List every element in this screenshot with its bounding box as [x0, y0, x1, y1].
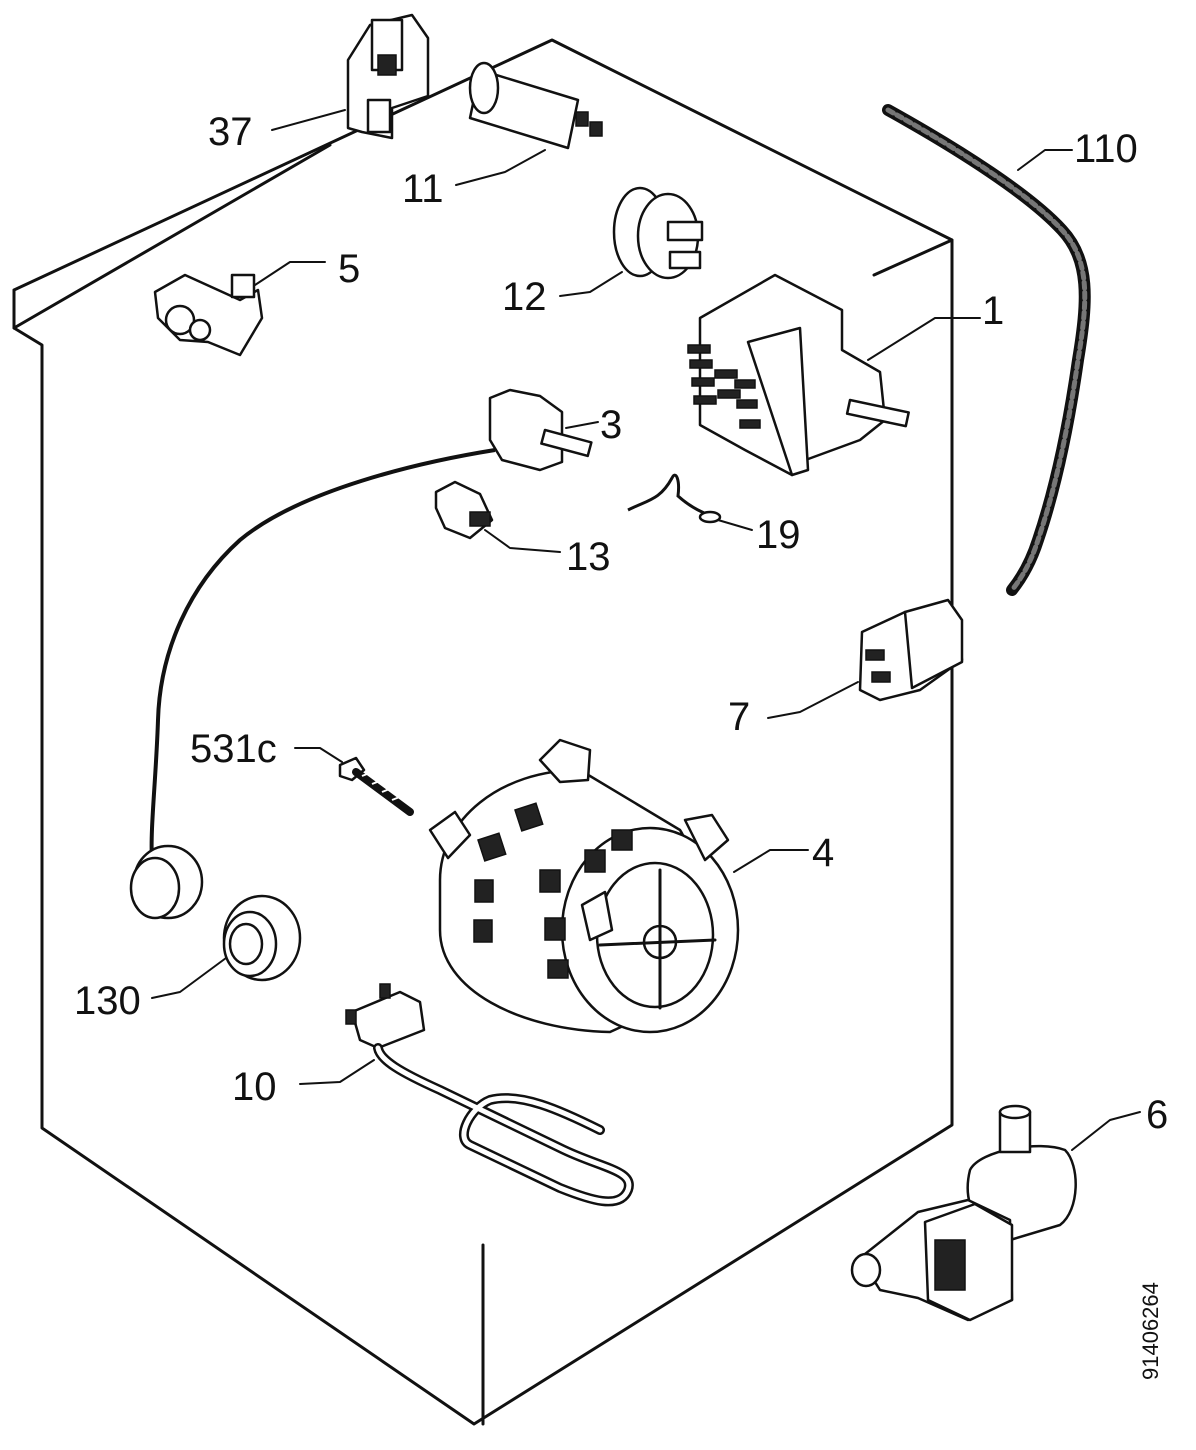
reference-number: 91406264 [1138, 1282, 1163, 1380]
timer-part [687, 273, 981, 477]
connector-bracket-part [271, 13, 430, 140]
capacitor-part [455, 61, 603, 186]
callout-12: 12 [502, 275, 547, 319]
drain-pump-part [850, 1104, 1141, 1322]
pressure-switch-part [559, 186, 704, 297]
callout-10: 10 [232, 1065, 277, 1109]
callout-5: 5 [338, 247, 360, 291]
screw-part [294, 747, 414, 816]
grommet-part [129, 844, 302, 999]
callout-110: 110 [1074, 127, 1138, 171]
callout-13: 13 [566, 535, 611, 579]
callout-130: 130 [74, 979, 141, 1023]
callout-19: 19 [756, 513, 801, 557]
callout-3: 3 [600, 403, 622, 447]
callout-37: 37 [208, 110, 253, 154]
callout-7: 7 [728, 695, 750, 739]
callout-1: 1 [982, 289, 1004, 333]
callout-4: 4 [812, 831, 834, 875]
callout-531c: 531c [190, 727, 277, 771]
wire-harness-part [882, 104, 1091, 596]
terminal-block-part [434, 480, 561, 553]
callout-11: 11 [402, 167, 444, 211]
callout-labels: 37 11 110 5 12 1 3 13 19 7 531c 4 130 10… [74, 110, 1168, 1137]
callout-6: 6 [1146, 1093, 1168, 1137]
door-lock-part [767, 598, 964, 719]
heating-element-part [299, 983, 634, 1207]
cabinet-outline [12, 38, 954, 1426]
inlet-valve-part [153, 261, 326, 357]
motor-part [428, 738, 809, 1034]
thermostat-switch-part [149, 388, 599, 861]
sensor-wire-part [627, 473, 753, 531]
